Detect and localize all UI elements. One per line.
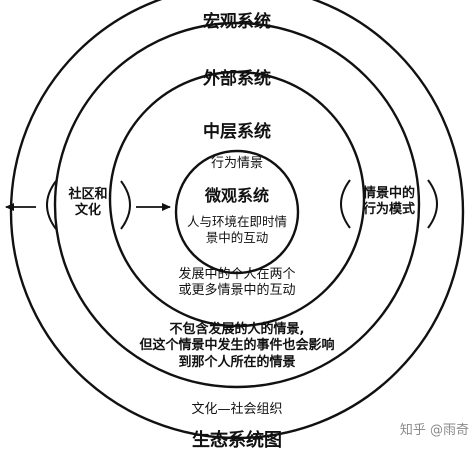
culture-social-organization-label: 文化—社会组织 [191,402,283,417]
behavior-pattern-line-2: 行为模式 [362,202,415,218]
meso-desc-line-1: 发展中的个人在两个 [178,267,296,282]
exo-system-label: 外部系统 [203,69,271,89]
left-close-bracket [120,180,131,230]
meso-system-ring [108,70,366,328]
exo-system-description: 不包含发展的人的情景, 但这个情景中发生的事件也会影响 到那个人所在的情景 [117,322,357,371]
exo-desc-line-1: 不包含发展的人的情景, [169,322,305,337]
behavior-pattern-line-1: 情景中的 [362,186,415,201]
community-culture-label: 社区和 文化 [52,187,124,220]
right-open-bracket [340,179,351,229]
diagram-title: 生态系统图 [192,430,282,451]
micro-system-description: 人与环境在即时情 景中的互动 [172,214,302,245]
exo-system-ring [53,21,421,389]
community-culture-line-1: 社区和 [68,187,108,202]
micro-system-label: 微观系统 [204,186,269,205]
exo-desc-line-3: 到那个人所在的情景 [178,354,296,370]
micro-desc-line-2: 景中的互动 [205,229,269,245]
meso-desc-line-2: 或更多情景中的互动 [178,283,296,299]
micro-system-ring [174,149,300,275]
community-culture-line-2: 文化 [74,203,101,219]
macro-system-ring [9,0,465,440]
exo-desc-line-2: 但这个情景中发生的事件也会影响 [139,338,335,354]
left-open-bracket [46,180,57,230]
meso-system-label: 中层系统 [203,122,271,142]
right-close-bracket [427,179,438,229]
watermark: 知乎 @雨奇 [399,423,469,438]
meso-system-description: 发展中的个人在两个 或更多情景中的互动 [152,267,322,300]
micro-desc-line-1: 人与环境在即时情 [186,214,287,229]
behavior-pattern-label: 情景中的 行为模式 [346,186,432,219]
behavior-setting-label: 行为情景 [210,156,263,171]
macro-system-label: 宏观系统 [203,12,271,32]
